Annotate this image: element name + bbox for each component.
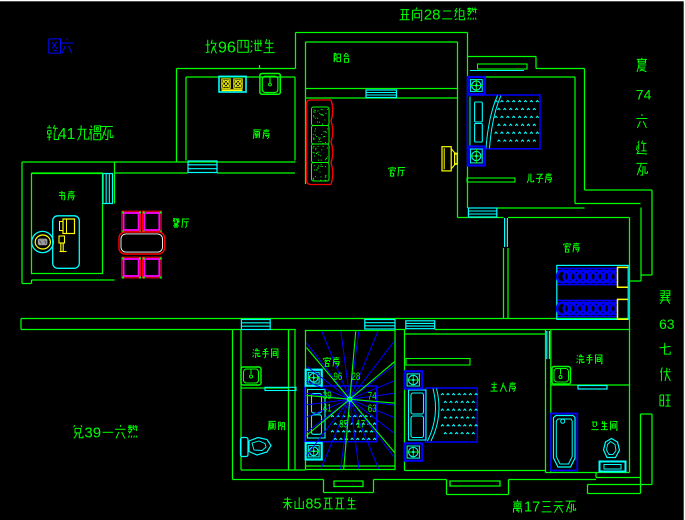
svg-text:28: 28	[424, 6, 441, 23]
svg-text:96: 96	[334, 371, 343, 383]
svg-text:39: 39	[84, 424, 101, 441]
svg-text:74: 74	[368, 390, 377, 402]
svg-text:74: 74	[636, 86, 652, 102]
svg-text:41: 41	[58, 126, 75, 143]
svg-text:28: 28	[352, 371, 361, 383]
svg-text:85: 85	[339, 418, 348, 430]
svg-text:63: 63	[368, 403, 377, 415]
svg-text:96: 96	[218, 39, 236, 56]
svg-text:63: 63	[659, 316, 675, 332]
svg-text:17: 17	[356, 418, 365, 430]
svg-text:41: 41	[323, 403, 332, 415]
svg-text:39: 39	[323, 390, 332, 402]
svg-text:85: 85	[305, 497, 321, 513]
svg-text:17: 17	[524, 500, 540, 516]
